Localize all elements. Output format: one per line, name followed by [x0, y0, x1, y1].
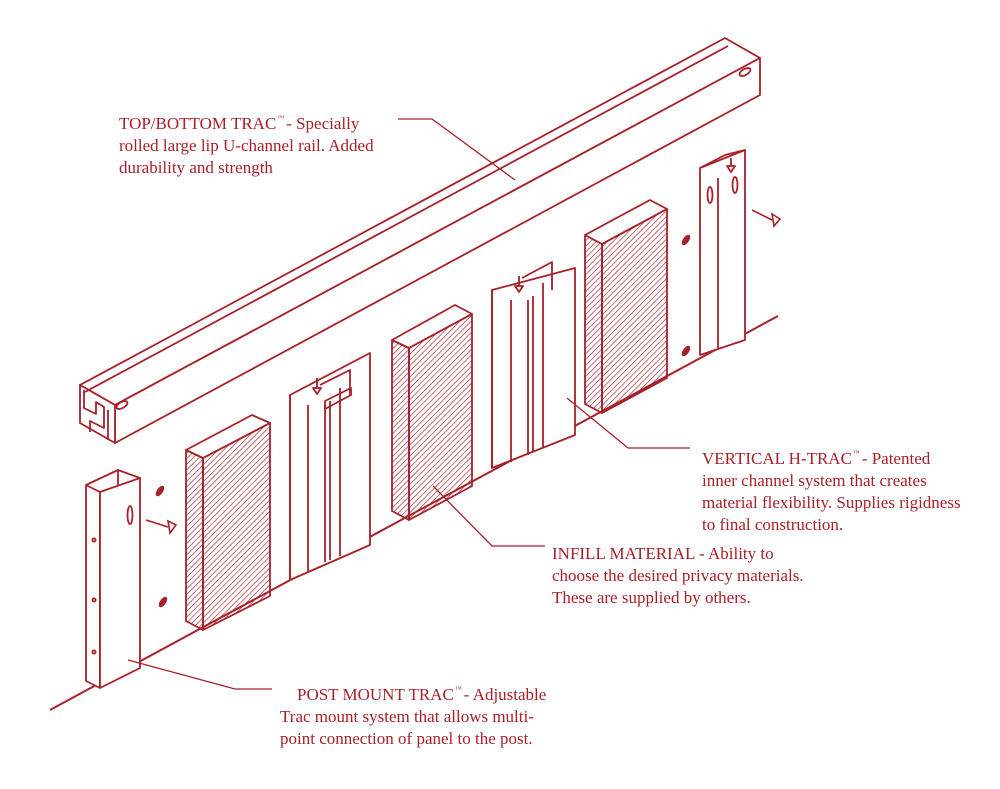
infill-line-1: INFILL MATERIAL - Ability to — [552, 544, 774, 563]
post-mount-trac-desc: - Adjustable — [463, 685, 547, 704]
vertical-h-trac-1 — [289, 352, 371, 581]
vertical-h-trac-line-3: material flexibility. Supplies rigidness — [702, 493, 961, 512]
screw-post — [145, 519, 178, 535]
post-trac-hole-upper — [91, 537, 97, 543]
screw-end-trac — [751, 209, 782, 228]
callout-vertical-h-trac: VERTICAL H-TRAC™- Patented inner channel… — [702, 442, 961, 536]
leader-vertical-h-trac — [566, 397, 690, 449]
top-trac-line-3: durability and strength — [119, 158, 273, 177]
mounting-clips — [155, 234, 691, 608]
top-bottom-trac-rail — [79, 37, 761, 444]
leader-post-mount — [127, 659, 272, 690]
callout-top-bottom-trac: TOP/BOTTOM TRAC™- Specially rolled large… — [119, 107, 374, 179]
vertical-h-trac-line-4: to final construction. — [702, 515, 844, 534]
vertical-end-trac — [699, 149, 746, 356]
infill-panel-3 — [584, 199, 668, 414]
post-trac-slot — [126, 505, 134, 525]
infill-panel-1 — [185, 414, 271, 631]
trademark-mark: ™ — [277, 114, 285, 122]
rail-slot-near — [115, 400, 129, 410]
callout-post-mount-trac: POST MOUNT TRAC™- Adjustable Trac mount … — [280, 678, 546, 750]
vertical-h-trac-line-2: inner channel system that creates — [702, 471, 927, 490]
post-mount-trac-line-3: point connection of panel to the post. — [280, 729, 533, 748]
trademark-mark: ™ — [852, 449, 860, 457]
vertical-h-trac-2 — [491, 261, 576, 469]
top-trac-line-2: rolled large lip U-channel rail. Added — [119, 136, 374, 155]
post-trac-hole-middle — [91, 597, 97, 603]
leader-infill — [432, 485, 545, 547]
infill-panel-2 — [391, 304, 473, 521]
top-trac-name: TOP/BOTTOM TRAC — [119, 114, 277, 133]
post-mount-trac — [85, 469, 141, 689]
end-trac-slot-lower — [731, 176, 739, 194]
infill-line-3: These are supplied by others. — [552, 588, 751, 607]
callout-infill-material: INFILL MATERIAL - Ability to choose the … — [552, 543, 804, 609]
callout-leaders — [127, 118, 690, 690]
leader-top-trac — [398, 118, 516, 181]
top-trac-desc: - Specially — [286, 114, 360, 133]
trademark-mark: ™ — [454, 685, 462, 693]
post-mount-trac-name: POST MOUNT TRAC — [297, 685, 454, 704]
vertical-h-trac-desc: - Patented — [861, 449, 931, 468]
infill-line-2: choose the desired privacy materials. — [552, 566, 804, 585]
end-trac-slot-upper — [706, 186, 714, 204]
vertical-h-trac-name: VERTICAL H-TRAC — [702, 449, 852, 468]
post-mount-trac-line-2: Trac mount system that allows multi- — [280, 707, 534, 726]
rail-slot-far — [738, 67, 752, 77]
post-trac-hole-lower — [91, 649, 97, 655]
